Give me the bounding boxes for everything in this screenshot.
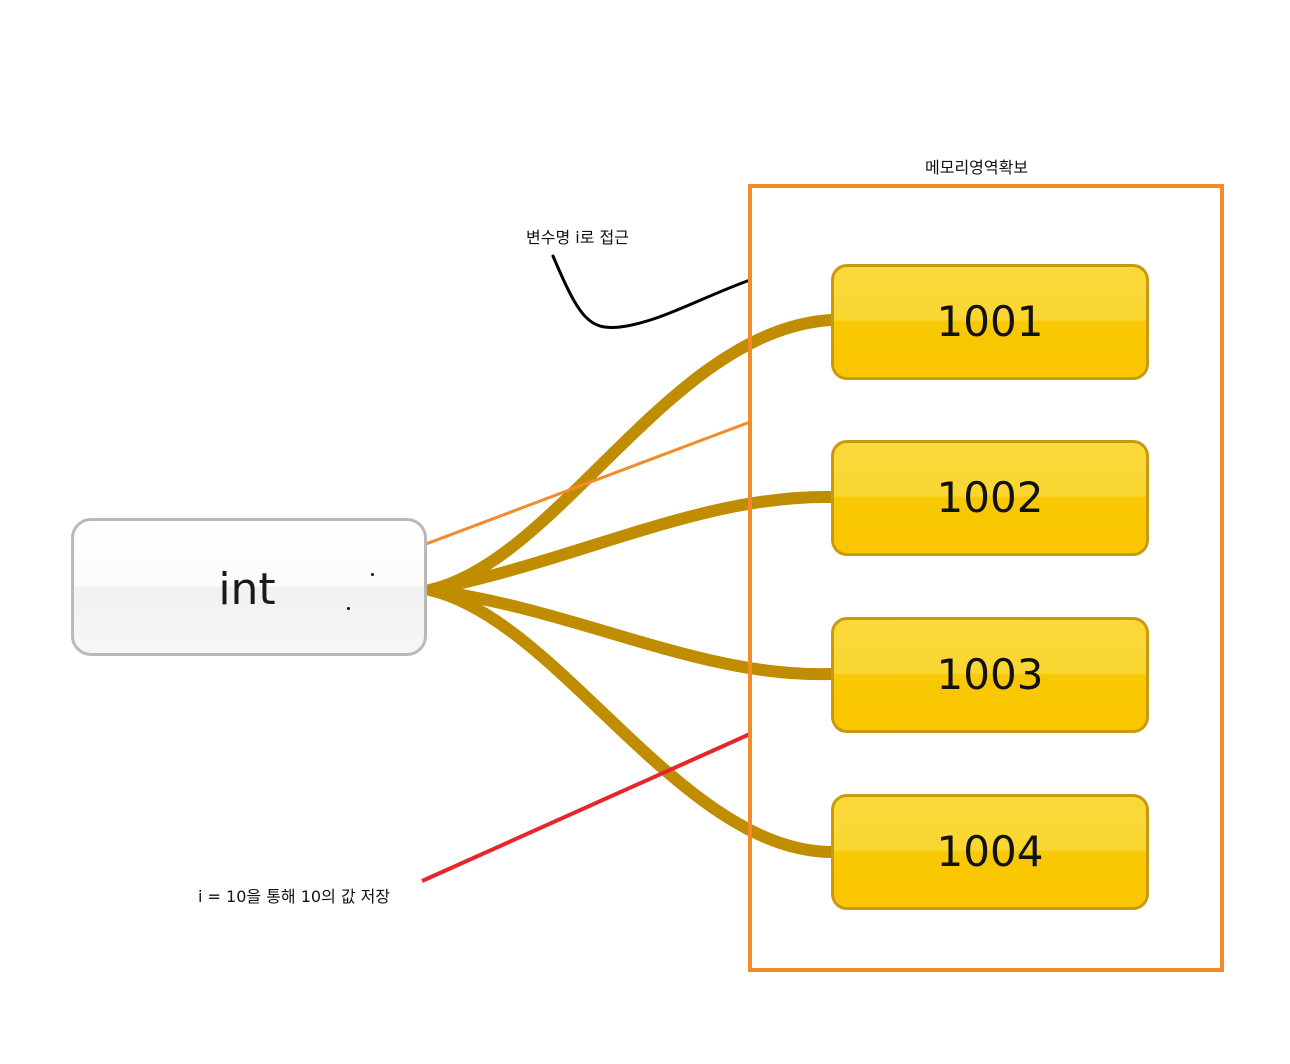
memory-cell: 1002 xyxy=(831,440,1149,556)
dot-marker xyxy=(371,573,374,576)
memory-cell: 1004 xyxy=(831,794,1149,910)
memory-region-label: 메모리영역확보 xyxy=(925,158,1029,177)
store-pointer-line xyxy=(421,732,751,883)
memory-region-frame xyxy=(748,184,1224,972)
dot-marker xyxy=(347,607,350,610)
memory-cell-address: 1004 xyxy=(936,827,1044,876)
connector-int-1002 xyxy=(424,490,837,596)
memory-cell-address: 1001 xyxy=(936,297,1044,346)
int-type-label: int xyxy=(218,564,276,615)
memory-cell: 1001 xyxy=(831,264,1149,380)
store-value-label: i = 10을 통해 10의 값 저장 xyxy=(198,887,391,906)
memory-cell-address: 1003 xyxy=(936,650,1044,699)
access-by-name-label: 변수명 i로 접근 xyxy=(526,228,629,247)
int-type-node: int xyxy=(71,518,427,656)
access-pointer-line xyxy=(551,254,752,329)
memory-cell: 1003 xyxy=(831,617,1149,733)
connector-int-1001 xyxy=(424,314,837,596)
connector-int-1003 xyxy=(424,584,837,681)
memory-cell-address: 1002 xyxy=(936,473,1044,522)
connector-int-1004 xyxy=(424,584,837,858)
